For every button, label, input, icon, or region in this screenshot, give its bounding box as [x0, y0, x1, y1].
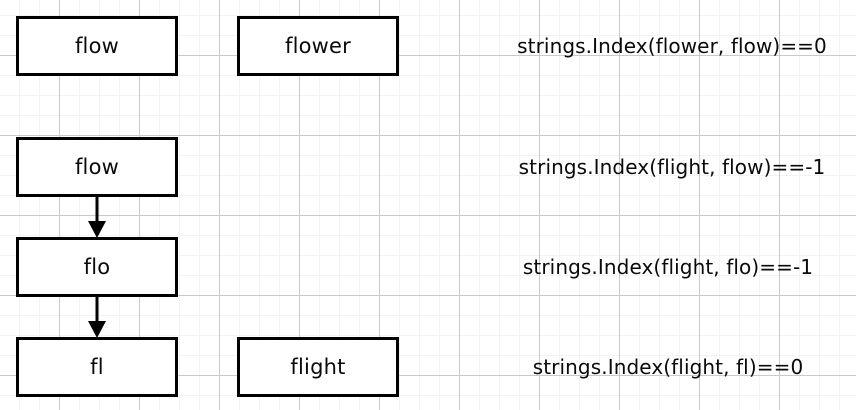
node-box-flow-2[interactable]: flow [16, 137, 178, 197]
node-box-flower[interactable]: flower [237, 16, 399, 76]
node-box-fl[interactable]: fl [16, 337, 178, 397]
node-label: flow [74, 33, 120, 58]
node-box-flo[interactable]: flo [16, 237, 178, 297]
arrow-flow-to-flo [83, 195, 111, 239]
equation-flight-flow: strings.Index(flight, flow)==-1 [518, 155, 826, 179]
node-box-flight[interactable]: flight [237, 337, 399, 397]
equation-flight-flo: strings.Index(flight, flo)==-1 [522, 255, 814, 279]
node-label: flo [83, 254, 111, 279]
equation-flight-fl: strings.Index(flight, fl)==0 [532, 355, 804, 379]
node-label: flight [290, 354, 346, 379]
node-label: flow [74, 154, 120, 179]
arrow-flo-to-fl [83, 295, 111, 339]
node-label: fl [90, 354, 104, 379]
arrow-icon [88, 195, 106, 238]
equation-flower-flow: strings.Index(flower, flow)==0 [517, 34, 827, 58]
node-label: flower [284, 33, 351, 58]
node-box-flow-1[interactable]: flow [16, 16, 178, 76]
arrow-icon [88, 295, 106, 338]
